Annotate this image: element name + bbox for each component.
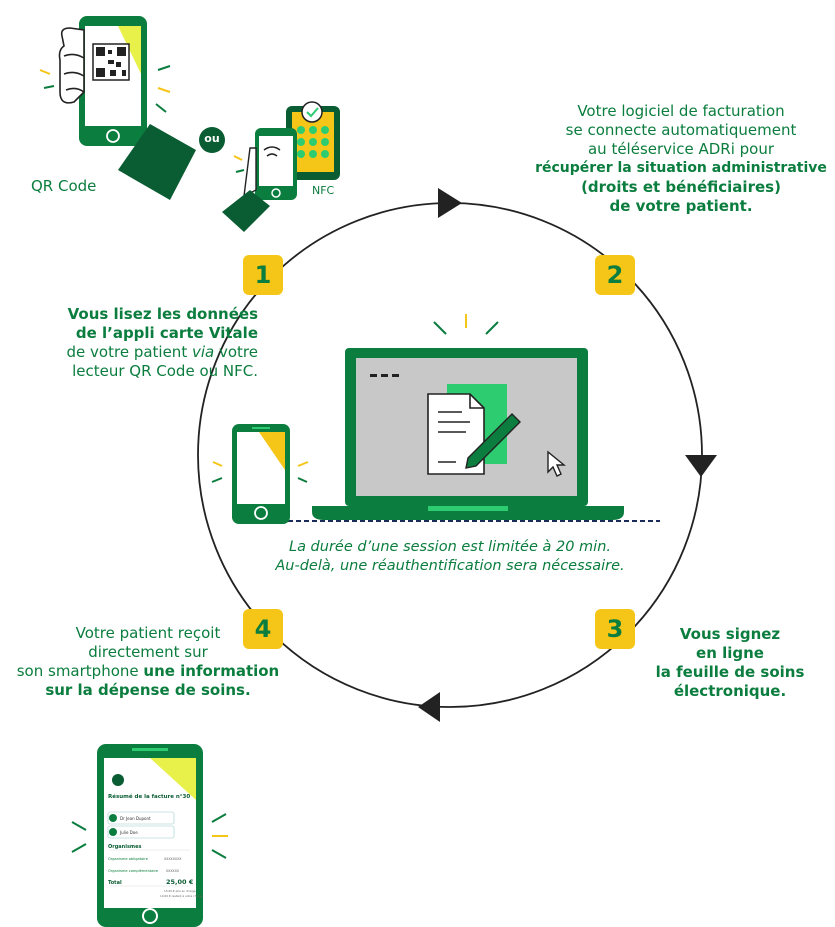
step-3-text: Vous signez en ligne la feuille de soins… <box>640 625 820 701</box>
receipt-org-1: Organisme obligatoire <box>108 857 149 861</box>
receipt-foot-2: 10,00 € restant à votre charge <box>160 894 203 898</box>
receipt-row-1: Dr Jean Dupont <box>120 816 151 821</box>
step-2-text: Votre logiciel de facturation se connect… <box>530 102 832 216</box>
receipt-row-2: Julie Doe <box>119 830 138 835</box>
arrow-down-icon <box>685 455 717 477</box>
receipt-section: Organismes <box>108 844 142 850</box>
session-note-line-1: La durée d’une session est limitée à 20 … <box>288 539 611 555</box>
laptop-illustration <box>288 314 660 522</box>
step-1-line-4: lecteur QR Code ou NFC. <box>72 362 258 380</box>
receipt-org-2: Organisme complémentaire <box>108 869 159 873</box>
step-4-line-4: sur la dépense de soins. <box>45 681 251 699</box>
step-3-line-4: électronique. <box>673 682 787 700</box>
step-3-line-1: Vous signez <box>679 625 781 643</box>
step-1-badge: 1 <box>243 255 283 295</box>
nfc-terminal-illustration <box>222 101 340 232</box>
step-4-text: Votre patient reçoit directement sur son… <box>8 624 288 700</box>
receipt-title: Résumé de la facture n°30 <box>108 793 190 800</box>
receipt-foot-1: 15,00 € pris en charge <box>164 889 196 893</box>
receipt-org-2-value: XXXXXX <box>166 869 180 873</box>
phone-nfc-illustration <box>211 424 309 524</box>
step-2-line-3: au téléservice ADRi pour <box>587 140 774 158</box>
step-3-badge: 3 <box>595 609 635 649</box>
step-1-line-1: Vous lisez les données <box>67 305 258 323</box>
receipt-total-label: Total <box>108 880 122 886</box>
qr-code-label: QR Code <box>31 177 97 195</box>
ou-circle <box>199 127 225 153</box>
step-4-line-2: directement sur <box>88 643 208 661</box>
session-note: La durée d’une session est limitée à 20 … <box>240 538 660 576</box>
step-2-line-4: récupérer la situation administrative <box>535 160 827 176</box>
ou-label: ou <box>204 132 220 145</box>
step-4-line-3: son smartphone une information <box>16 662 280 680</box>
step-3-line-3: la feuille de soins <box>655 663 805 681</box>
step-4-badge: 4 <box>243 609 283 649</box>
step-1-line-3: de votre patient via votre <box>66 343 258 361</box>
qr-code-phone-illustration <box>39 16 196 200</box>
step-2-line-6: de votre patient. <box>609 197 753 215</box>
receipt-total-value: 25,00 € <box>166 878 194 886</box>
step-4-line-1: Votre patient reçoit <box>75 624 221 642</box>
nfc-label: NFC <box>312 184 335 197</box>
step-2-line-1: Votre logiciel de facturation <box>577 102 785 120</box>
step-2-badge: 2 <box>595 255 635 295</box>
receipt-phone-illustration: Résumé de la facture n°30 Dr Jean Dupont… <box>71 744 228 927</box>
step-1-line-2: de l’appli carte Vitale <box>75 324 258 342</box>
step-3-line-2: en ligne <box>696 644 764 662</box>
step-1-text: Vous lisez les données de l’appli carte … <box>40 305 258 381</box>
step-2-line-5: (droits et bénéficiaires) <box>581 178 781 196</box>
receipt-org-1-value: XXXXXXXX <box>164 857 182 861</box>
step-2-line-2: se connecte automatiquement <box>565 121 797 139</box>
arrow-left-icon <box>418 692 440 722</box>
arrow-right-icon <box>438 188 462 218</box>
session-note-line-2: Au-delà, une réauthentification sera néc… <box>275 558 625 574</box>
